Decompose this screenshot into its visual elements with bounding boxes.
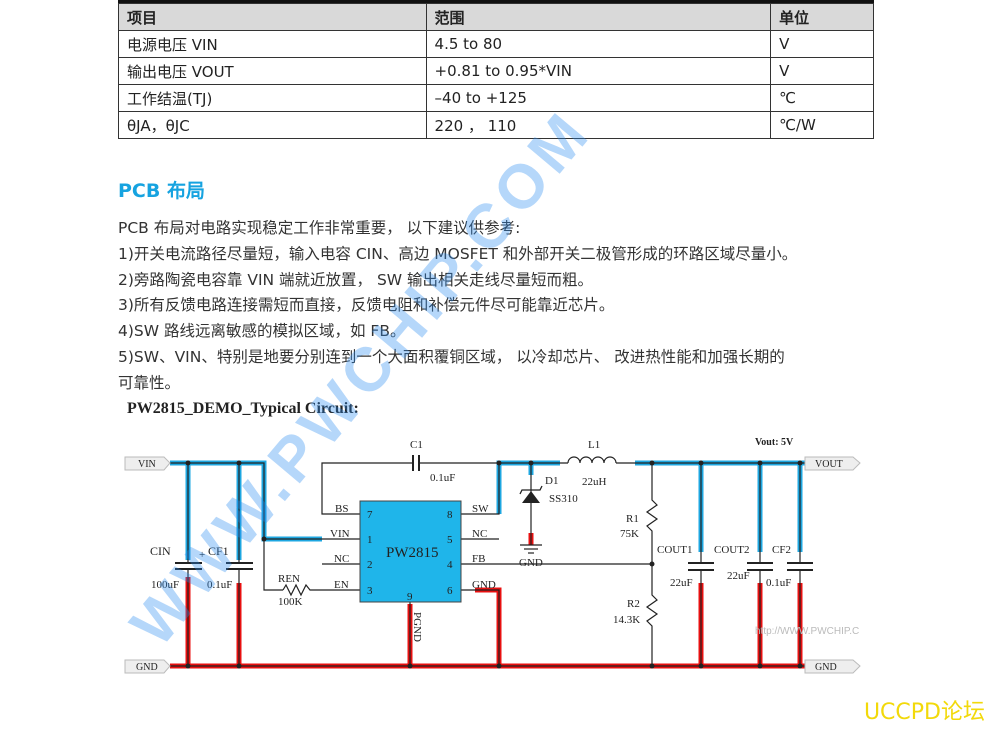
d1-ref: D1 bbox=[545, 475, 558, 487]
cell: ℃ bbox=[770, 84, 874, 112]
cout2-value: 22uF bbox=[727, 570, 750, 582]
pin-label: BS bbox=[335, 503, 348, 515]
paragraph-line: 1)开关电流路径尽量短，输入电容 CIN、高边 MOSFET 和外部开关二极管形… bbox=[118, 244, 798, 263]
pin-num: 2 bbox=[367, 559, 373, 571]
pin-num: 4 bbox=[447, 559, 453, 571]
table-row: 工作结温(TJ) –40 to +125 ℃ bbox=[118, 84, 874, 112]
table-row: θJA，θJC 220 ， 110 ℃/W bbox=[118, 111, 874, 139]
pin-label: EN bbox=[334, 579, 349, 591]
l1-value: 22uH bbox=[582, 476, 607, 488]
pin-label: NC bbox=[334, 553, 349, 565]
cell: 4.5 to 80 bbox=[425, 30, 772, 58]
ren-ref: REN bbox=[278, 573, 300, 585]
cf2-ref: CF2 bbox=[772, 544, 791, 556]
col-header-unit: 单位 bbox=[770, 3, 874, 31]
c1-value: 0.1uF bbox=[430, 472, 455, 484]
paragraph-line: 3)所有反馈电路连接需短而直接，反馈电阻和补偿元件尽可能靠近芯片。 bbox=[118, 296, 615, 315]
cell: V bbox=[770, 57, 874, 85]
port-gnd-right: GND bbox=[804, 659, 861, 674]
col-header-range: 范围 bbox=[425, 3, 772, 31]
cf2-value: 0.1uF bbox=[766, 577, 791, 589]
cf1-value: 0.1uF bbox=[207, 579, 232, 591]
ic-name: PW2815 bbox=[386, 545, 439, 561]
pin-num: 6 bbox=[447, 585, 453, 597]
paragraph-line: 4)SW 路线远离敏感的模拟区域，如 FB。 bbox=[118, 322, 406, 341]
pin-label: SW bbox=[472, 503, 489, 515]
pin-label: FB bbox=[472, 553, 485, 565]
r1-ref: R1 bbox=[626, 513, 639, 525]
svg-text:VOUT: VOUT bbox=[815, 459, 843, 470]
r1-value: 75K bbox=[620, 528, 639, 540]
cell: +0.81 to 0.95*VIN bbox=[425, 57, 772, 85]
cell: ℃/W bbox=[770, 111, 874, 139]
cell: –40 to +125 bbox=[425, 84, 772, 112]
gnd-net-highlight bbox=[170, 533, 805, 669]
cell: 220 ， 110 bbox=[425, 111, 772, 139]
svg-text:GND: GND bbox=[815, 662, 837, 673]
spec-table: 项目 范围 单位 电源电压 VIN 4.5 to 80 V 输出电压 VOUT … bbox=[118, 3, 874, 139]
ren-value: 100K bbox=[278, 596, 303, 608]
ic-pw2815 bbox=[359, 500, 462, 603]
pin-label: GND bbox=[472, 579, 496, 591]
pin-label: NC bbox=[472, 528, 487, 540]
paragraph-line: 可靠性。 bbox=[118, 373, 181, 392]
paragraph-line: 2)旁路陶瓷电容靠 VIN 端就近放置， SW 输出相关走线尽量短而粗。 bbox=[118, 270, 594, 289]
svg-text:VIN: VIN bbox=[138, 459, 156, 470]
r2-value: 14.3K bbox=[613, 614, 640, 626]
section-title: PCB 布局 bbox=[118, 180, 205, 202]
pin-label: PGND bbox=[411, 612, 423, 642]
cin-ref: CIN bbox=[150, 544, 171, 558]
pin-label: VIN bbox=[330, 528, 350, 540]
port-gnd-left: GND bbox=[124, 659, 171, 674]
pin-num: 9 bbox=[407, 591, 413, 603]
r2-ref: R2 bbox=[627, 598, 640, 610]
paragraph-line: PCB 布局对电路实现稳定工作非常重要， 以下建议供参考: bbox=[118, 219, 521, 237]
d1-gnd-label: GND bbox=[519, 557, 543, 569]
l1-ref: L1 bbox=[588, 439, 600, 451]
vout-note: Vout: 5V bbox=[755, 437, 794, 448]
table-top-border bbox=[118, 0, 874, 3]
circuit-title: PW2815_DEMO_Typical Circuit: bbox=[127, 400, 359, 417]
c1-ref: C1 bbox=[410, 439, 423, 451]
cf1-ref: CF1 bbox=[208, 544, 229, 558]
d1-value: SS310 bbox=[549, 493, 578, 505]
cell: θJA，θJC bbox=[118, 111, 427, 139]
pin-num: 8 bbox=[447, 509, 453, 521]
forum-brand: UCCPD论坛 bbox=[863, 700, 985, 725]
cout1-ref: COUT1 bbox=[657, 544, 692, 556]
url-stamp: http://WWW.PWCHIP.C bbox=[755, 626, 859, 637]
port-vin: VIN bbox=[124, 456, 171, 471]
cell: 电源电压 VIN bbox=[118, 30, 427, 58]
table-header-row: 项目 范围 单位 bbox=[118, 3, 874, 31]
port-vout: VOUT bbox=[804, 456, 861, 471]
cin-value: 100uF bbox=[151, 579, 179, 591]
pin-num: 5 bbox=[447, 534, 453, 546]
svg-text:GND: GND bbox=[136, 662, 158, 673]
junction-dots bbox=[185, 460, 803, 669]
cout2-ref: COUT2 bbox=[714, 544, 749, 556]
cout1-value: 22uF bbox=[670, 577, 693, 589]
paragraph-line: 5)SW、VIN、特别是地要分别连到一个大面积覆铜区域， 以冷却芯片、 改进热性… bbox=[118, 347, 785, 366]
capacitor-symbols bbox=[175, 455, 813, 571]
cell: 工作结温(TJ) bbox=[118, 84, 427, 112]
pin-num: 7 bbox=[367, 509, 373, 521]
col-header-item: 项目 bbox=[118, 3, 427, 31]
layout-guidelines: PCB 布局对电路实现稳定工作非常重要， 以下建议供参考: 1)开关电流路径尽量… bbox=[118, 216, 878, 397]
cin-polarity: + bbox=[199, 549, 205, 561]
table-row: 电源电压 VIN 4.5 to 80 V bbox=[118, 30, 874, 58]
pin-num: 3 bbox=[367, 585, 373, 597]
diode-d1 bbox=[519, 485, 543, 503]
pin-num: 1 bbox=[367, 534, 373, 546]
